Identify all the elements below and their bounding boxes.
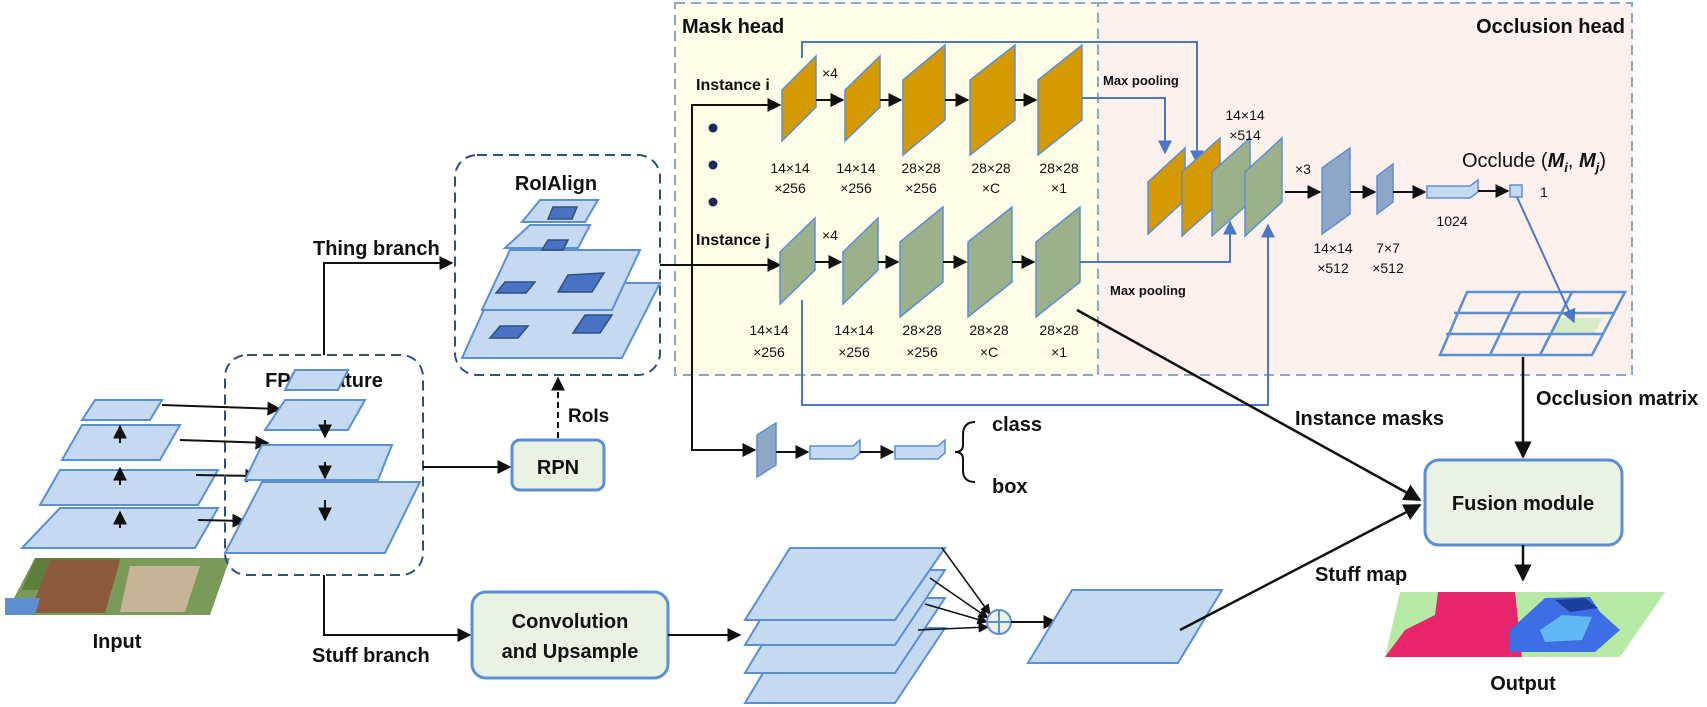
dim-label: 28×28: [901, 160, 941, 176]
dim-label: ×256: [753, 344, 785, 360]
instance-masks-label: Instance masks: [1295, 408, 1444, 430]
dim-label: ×C: [980, 344, 998, 360]
stack-to-sum-arrows: [917, 547, 991, 633]
output-panoptic-map: [1385, 592, 1665, 657]
instance-j-label: Instance j: [696, 232, 770, 249]
dim-label: 14×14: [749, 322, 789, 338]
concat-dim-top: 14×14: [1225, 107, 1265, 123]
thing-branch-arrow: [323, 256, 454, 355]
fpn-pyramid: [223, 369, 422, 554]
occlusion-score-cube: [1509, 184, 1523, 198]
dim-label: ×256: [906, 344, 938, 360]
mask-head-panel: [674, 2, 1099, 376]
concat-feature-maps: [1147, 136, 1283, 238]
roialign-layers: [460, 199, 662, 359]
fpn-feature-box: [224, 354, 424, 576]
instance-i-dims: 14×14 ×256 14×14 ×256 28×28 ×256 28×28 ×…: [770, 160, 1079, 196]
input-label: Input: [93, 631, 142, 653]
instance-masks-arrow: [1076, 308, 1422, 502]
dim-label: 14×14: [834, 322, 874, 338]
dim-label: 14×14: [770, 160, 810, 176]
dim-label: ×1: [1051, 180, 1067, 196]
box-head-fc2: [894, 438, 946, 460]
input-image: [5, 558, 230, 615]
roialign-box: [454, 154, 661, 376]
conv-dim-bottom: ×512: [1317, 260, 1349, 276]
occlusion-matrix-grid: [1438, 290, 1628, 357]
instance-i-feature-maps: [781, 43, 1083, 157]
stuff-branch-arrow: [323, 575, 472, 642]
fusion-module-label: Fusion module: [1452, 493, 1594, 515]
box-head-fc1: [809, 438, 861, 460]
instance-i-label: Instance i: [696, 77, 770, 94]
score-to-matrix-arrow: [1516, 196, 1576, 324]
box-head-conv: [756, 421, 777, 479]
stuff-map-plane: [1026, 589, 1224, 664]
roialign-label: RoIAlign: [515, 173, 597, 195]
instance-j-feature-maps: [779, 205, 1081, 319]
roi-to-mask-arrows: [660, 98, 782, 266]
dim-label: ×256: [905, 180, 937, 196]
rpn-label: RPN: [537, 457, 579, 479]
occlusion-pool-map: [1376, 162, 1394, 216]
dim-label: ×1: [1051, 344, 1067, 360]
dim-label: 28×28: [1039, 322, 1079, 338]
box-label: box: [992, 476, 1028, 498]
class-label: class: [992, 414, 1042, 436]
conv-upsample-box: [470, 590, 670, 680]
occlusion-matrix-label: Occlusion matrix: [1536, 388, 1698, 410]
dim-label: 28×28: [969, 322, 1009, 338]
pool-dim-bottom: ×512: [1372, 260, 1404, 276]
roi-to-box-head-arrow: [691, 265, 757, 457]
occlusion-conv-map: [1321, 146, 1351, 236]
dim-label: 14×14: [836, 160, 876, 176]
stuff-map-label: Stuff map: [1315, 564, 1407, 586]
stuff-map-arrow: [1179, 503, 1422, 632]
times4-bottom-label: ×4: [822, 227, 838, 243]
occlusion-head-title: Occlusion head: [1476, 16, 1625, 38]
conv-dim-top: 14×14: [1313, 240, 1353, 256]
dim-label: 28×28: [971, 160, 1011, 176]
output-brace: [954, 421, 976, 483]
dim-label: ×256: [840, 180, 872, 196]
score-dim: 1: [1540, 184, 1548, 200]
instance-j-dims: 14×14 ×256 14×14 ×256 28×28 ×256 28×28 ×…: [749, 322, 1079, 360]
fc-dim: 1024: [1436, 213, 1467, 229]
times3-label: ×3: [1295, 161, 1311, 177]
occlusion-input-connections: [801, 41, 1275, 406]
rpn-box: [510, 438, 606, 492]
mask-head-title: Mask head: [682, 16, 784, 38]
sum-operator: [986, 609, 1012, 635]
max-pooling-bottom-label: Max pooling: [1110, 283, 1186, 298]
occlude-formula: Occlude (Mi, Mj): [1462, 150, 1606, 175]
conv-upsample-line2: and Upsample: [502, 641, 639, 663]
rois-label: RoIs: [568, 406, 609, 427]
dim-label: 28×28: [1039, 160, 1079, 176]
stuff-branch-label: Stuff branch: [312, 645, 430, 667]
thing-branch-label: Thing branch: [313, 238, 440, 260]
ellipsis-dots: [708, 123, 718, 207]
dim-label: ×256: [838, 344, 870, 360]
conv-upsample-line1: Convolution: [512, 611, 629, 633]
dim-label: ×C: [982, 180, 1000, 196]
pool-dim-top: 7×7: [1376, 240, 1400, 256]
output-label: Output: [1490, 673, 1556, 695]
concat-dim-bottom: ×514: [1229, 127, 1261, 143]
dim-label: 28×28: [902, 322, 942, 338]
max-pooling-top-label: Max pooling: [1103, 73, 1179, 88]
roi-regions: [488, 206, 614, 339]
backbone-pyramid: [19, 399, 220, 549]
dim-label: ×256: [774, 180, 806, 196]
stuff-feature-stack: [743, 547, 947, 704]
times4-top-label: ×4: [822, 65, 838, 81]
